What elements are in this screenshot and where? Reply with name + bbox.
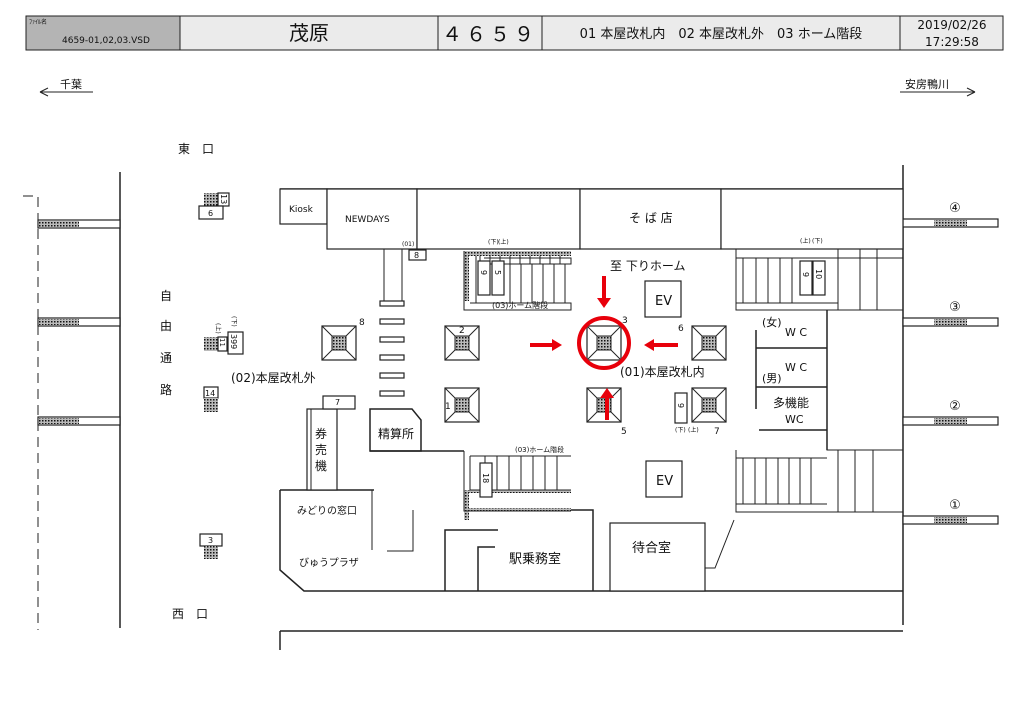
svg-text:13: 13: [219, 194, 228, 204]
top-shops: Kiosk NEWDAYS そ ば 店: [279, 188, 904, 250]
svg-text:(下): (下): [230, 316, 237, 327]
svg-text:自: 自: [160, 289, 172, 303]
svg-text:2: 2: [459, 326, 465, 336]
date: 2019/02/26: [917, 18, 986, 32]
escalators: 8 2 1 3 6 5 7 (下)(上): [321, 316, 727, 437]
left-platform: [23, 172, 121, 630]
loc03-label-bottom: (03)ホーム階段: [515, 445, 564, 454]
svg-text:1: 1: [445, 402, 451, 412]
stairs-top: (下)(上) (03)ホーム階段: [463, 238, 572, 311]
escalator-3-icon: [586, 325, 622, 361]
loc01-label: (01)本屋改札内: [620, 365, 705, 379]
title-block: ﾌｧｲﾙ名 4659-01,02,03.VSD 茂原 ４６５９ 01 本屋改札内…: [25, 15, 1004, 51]
svg-text:5: 5: [621, 427, 627, 437]
svg-text:8: 8: [414, 251, 419, 260]
kiosk: Kiosk: [289, 205, 314, 215]
svg-text:多機能: 多機能: [773, 395, 809, 410]
location-list: 01 本屋改札内 02 本屋改札外 03 ホーム階段: [580, 26, 863, 42]
right-platforms: ④ ③ ② ①: [902, 165, 999, 625]
loc02-label: (02)本屋改札外: [231, 371, 316, 385]
svg-text:(女): (女): [762, 315, 782, 329]
svg-text:6: 6: [208, 209, 213, 218]
svg-text:EV: EV: [655, 294, 672, 309]
direction-left: 千葉: [39, 77, 93, 97]
svg-text:8: 8: [359, 318, 365, 328]
station-office: 駅乗務室: [509, 551, 561, 567]
svg-text:7: 7: [335, 398, 340, 407]
station-name: 茂原: [289, 21, 329, 45]
elevator-top: [644, 280, 682, 318]
svg-text:3: 3: [208, 536, 213, 545]
file-name: 4659-01,02,03.VSD: [62, 36, 150, 46]
svg-text:9: 9: [676, 403, 685, 408]
west-exit-label: 西 口: [172, 607, 208, 621]
platform-2: ②: [949, 399, 961, 414]
svg-text:14: 14: [205, 389, 215, 398]
svg-text:6: 6: [678, 324, 684, 334]
fare-adjustment-office: 精算所: [378, 426, 414, 441]
svg-text:(下): (下): [812, 238, 823, 245]
east-exit-label: 東 口: [178, 142, 214, 156]
svg-text:(下): (下): [488, 239, 499, 246]
svg-text:路: 路: [160, 382, 172, 397]
escalator-8-icon: [321, 325, 357, 361]
svg-text:(上): (上): [214, 323, 222, 334]
svg-text:(上): (上): [800, 237, 811, 245]
midori-window: みどりの窓口: [297, 504, 357, 517]
svg-text:11: 11: [218, 338, 226, 347]
svg-text:由: 由: [160, 319, 172, 333]
free-passage-label: 自 由 通 路: [160, 289, 172, 397]
svg-text:9: 9: [801, 272, 810, 277]
loc03-label-top: (03)ホーム階段: [492, 300, 548, 310]
view-plaza: びゅうプラザ: [299, 557, 359, 569]
svg-text:EV: EV: [656, 474, 673, 489]
svg-text:(01): (01): [402, 241, 414, 248]
waiting-room: 待合室: [632, 540, 671, 556]
escalator-7-icon: [691, 387, 727, 423]
counters: 13 6 11 399 (上) (下) 14 3 8 (01) 7 9 5 9 …: [198, 192, 823, 559]
svg-text:18: 18: [481, 473, 490, 483]
passage-bars: [379, 249, 405, 397]
stairs-bottom: (03)ホーム階段: [463, 445, 571, 520]
direction-right: 安房鴨川: [900, 77, 976, 97]
elevator-bottom: [645, 460, 683, 498]
svg-text:9: 9: [479, 270, 488, 275]
svg-text:WC: WC: [785, 413, 804, 426]
ticket-machine-label: 券売機: [315, 426, 327, 473]
platform-1: ①: [949, 498, 961, 513]
svg-text:(下): (下): [675, 427, 686, 434]
svg-text:(男): (男): [762, 372, 782, 385]
svg-text:(上): (上): [498, 238, 509, 246]
escalator-6-icon: [691, 325, 727, 361]
svg-text:(上): (上): [688, 426, 699, 434]
svg-text:安房鴨川: 安房鴨川: [905, 77, 949, 91]
soba-shop: そ ば 店: [629, 211, 673, 225]
svg-text:W C: W C: [785, 326, 807, 339]
time: 17:29:58: [925, 35, 979, 49]
bottom-left-rooms: 券売機 精算所 みどりの窓口 びゅうプラザ 駅乗務室 待合室: [279, 395, 903, 650]
file-label: ﾌｧｲﾙ名: [29, 18, 47, 26]
svg-text:通: 通: [160, 351, 172, 365]
svg-text:10: 10: [814, 269, 823, 279]
platform-3: ③: [949, 300, 961, 315]
highlight-marker: [530, 276, 678, 420]
svg-text:399: 399: [229, 334, 238, 349]
svg-text:3: 3: [622, 316, 628, 326]
platform-4: ④: [949, 201, 961, 216]
to-down-platform-label: 至 下りホーム: [610, 259, 685, 273]
svg-text:5: 5: [493, 270, 502, 275]
svg-text:W C: W C: [785, 361, 807, 374]
svg-text:7: 7: [714, 427, 720, 437]
svg-text:千葉: 千葉: [60, 77, 82, 91]
newdays: NEWDAYS: [345, 215, 390, 225]
station-code: ４６５９: [442, 22, 538, 46]
